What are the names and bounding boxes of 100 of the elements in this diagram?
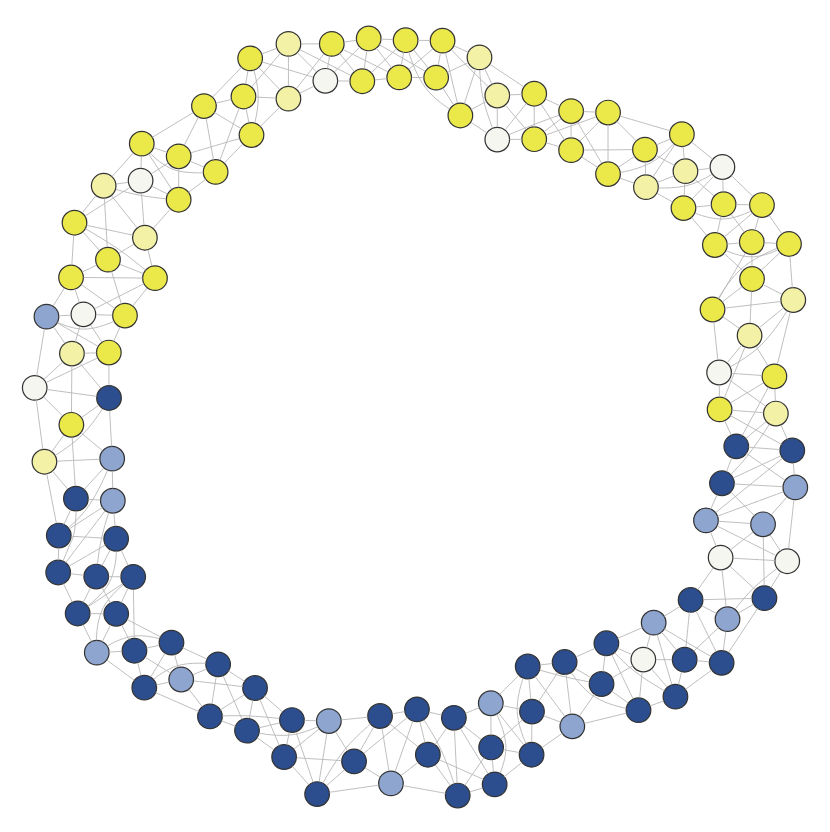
connector: [661, 630, 678, 650]
connector: [578, 692, 595, 716]
connector: [63, 582, 73, 602]
connector: [328, 783, 379, 792]
node-circle: [677, 586, 704, 612]
node-circle: [99, 486, 126, 513]
node-circle: [477, 689, 504, 716]
node-circle: [132, 223, 158, 250]
node-circle: [750, 510, 776, 537]
connector: [109, 409, 112, 446]
connector: [612, 664, 634, 678]
connector: [71, 233, 75, 265]
connector: [57, 546, 60, 560]
connector: [68, 469, 108, 527]
connector: [413, 48, 429, 68]
connector: [119, 262, 144, 273]
connector: [722, 630, 727, 650]
connector: [113, 511, 116, 526]
connector: [259, 106, 280, 126]
connector: [508, 113, 560, 135]
node-circle: [514, 652, 541, 679]
connector: [379, 43, 426, 71]
connector: [74, 324, 81, 342]
connector: [46, 388, 97, 396]
connector: [97, 511, 110, 564]
connector: [153, 661, 207, 679]
connector: [141, 191, 145, 225]
connector: [691, 216, 708, 235]
connector: [618, 155, 635, 167]
connector: [87, 549, 117, 606]
node-circle: [714, 605, 741, 632]
node-circle: [367, 702, 393, 728]
connector: [153, 146, 168, 152]
connector: [71, 364, 73, 412]
node-circle: [59, 339, 85, 366]
connector: [718, 251, 746, 298]
node-circle: [414, 740, 441, 767]
node-circle: [83, 562, 110, 589]
node-circle: [749, 191, 775, 217]
connector: [479, 68, 494, 128]
connector: [327, 54, 331, 68]
connector: [543, 714, 561, 722]
connector: [219, 693, 245, 710]
connector: [639, 670, 643, 697]
connector: [717, 490, 784, 516]
connector: [132, 286, 148, 306]
node-circle: [693, 506, 719, 533]
node-circle: [404, 695, 430, 722]
connector: [509, 92, 523, 95]
connector: [584, 711, 627, 723]
connector: [453, 44, 469, 52]
connector: [287, 55, 289, 86]
connector: [304, 718, 317, 721]
connector: [263, 694, 283, 712]
node-circle: [670, 194, 697, 220]
node-circle: [440, 703, 467, 730]
connector: [296, 756, 342, 761]
connector: [490, 714, 492, 735]
node-circle: [205, 650, 232, 677]
node-circle: [699, 295, 726, 322]
connector: [678, 670, 683, 684]
connector: [733, 556, 776, 560]
connector: [326, 768, 345, 786]
connector: [222, 674, 243, 719]
node-circle: [95, 338, 122, 365]
connector: [83, 466, 105, 489]
connector: [87, 582, 123, 606]
connector: [83, 351, 97, 353]
node-circle: [588, 670, 615, 696]
connector: [770, 570, 782, 588]
connector: [607, 123, 609, 162]
connector: [577, 120, 603, 163]
connector: [83, 276, 144, 278]
connector: [258, 66, 281, 90]
connector: [52, 286, 65, 306]
node-circle: [761, 362, 788, 389]
connector: [363, 715, 408, 753]
connector: [121, 623, 130, 639]
node-circle: [131, 673, 158, 700]
connector: [651, 667, 668, 687]
connector: [214, 111, 242, 129]
node-circle: [706, 358, 733, 385]
connector: [718, 383, 720, 397]
connector: [103, 197, 108, 247]
connector: [470, 99, 487, 109]
node-circle: [230, 82, 257, 109]
connector: [182, 646, 208, 659]
node-circle: [447, 101, 474, 128]
connector: [534, 674, 566, 716]
node-circle: [521, 125, 548, 152]
connector: [445, 51, 458, 103]
node-circle: [551, 648, 578, 674]
node-circle: [466, 43, 493, 70]
connector: [111, 469, 114, 488]
node-circle: [668, 120, 695, 147]
connector: [188, 178, 206, 192]
connector: [454, 728, 458, 783]
connector: [55, 407, 103, 455]
connector: [295, 730, 314, 782]
connector: [381, 726, 390, 771]
